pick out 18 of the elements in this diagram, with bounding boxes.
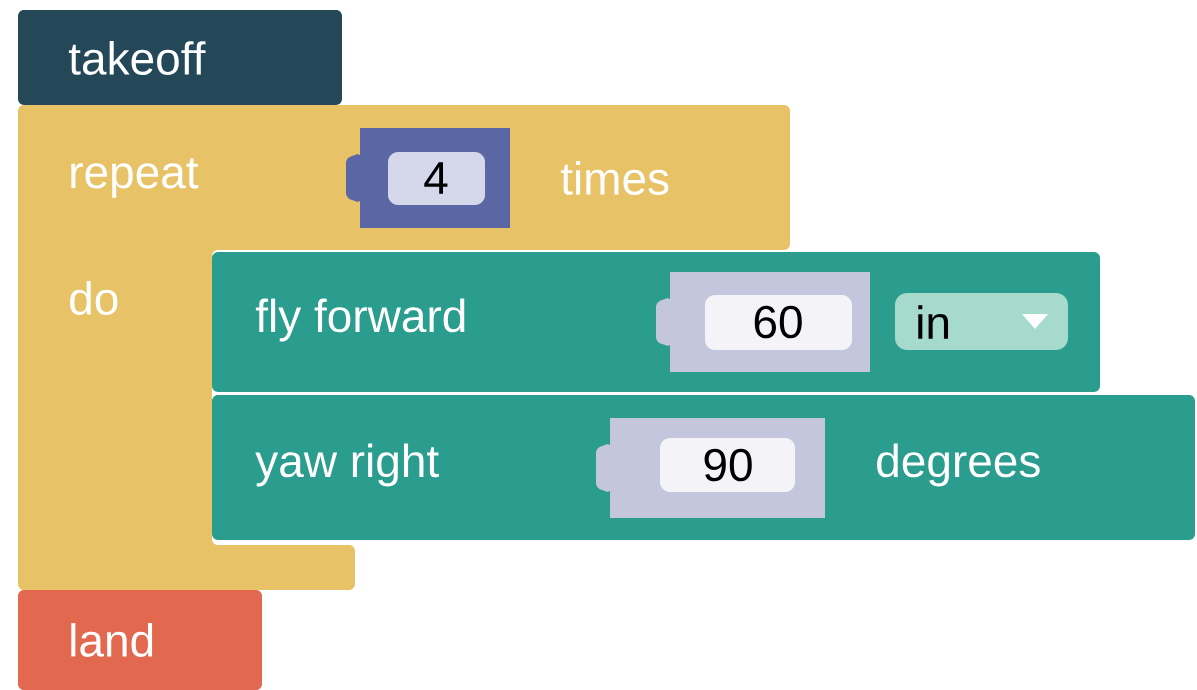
block-label: times [560, 161, 669, 195]
block-label: 90 [704, 448, 752, 482]
number-socket [596, 418, 825, 518]
land-block [18, 590, 262, 690]
block-label: 60 [754, 305, 802, 339]
block-label: in [918, 305, 948, 339]
dropdown [895, 293, 1068, 350]
block-label: repeat [71, 158, 199, 198]
number-socket [656, 272, 870, 372]
block-label: degrees [877, 443, 1040, 487]
block-label: do [70, 281, 118, 315]
block-label: land [71, 623, 153, 657]
block-label: yaw right [255, 443, 439, 487]
takeoff-block [18, 10, 342, 105]
number-socket [346, 128, 510, 228]
block-label: 4 [424, 162, 448, 194]
block-label: takeoff [68, 41, 206, 75]
block-label: fly forward [255, 298, 465, 342]
